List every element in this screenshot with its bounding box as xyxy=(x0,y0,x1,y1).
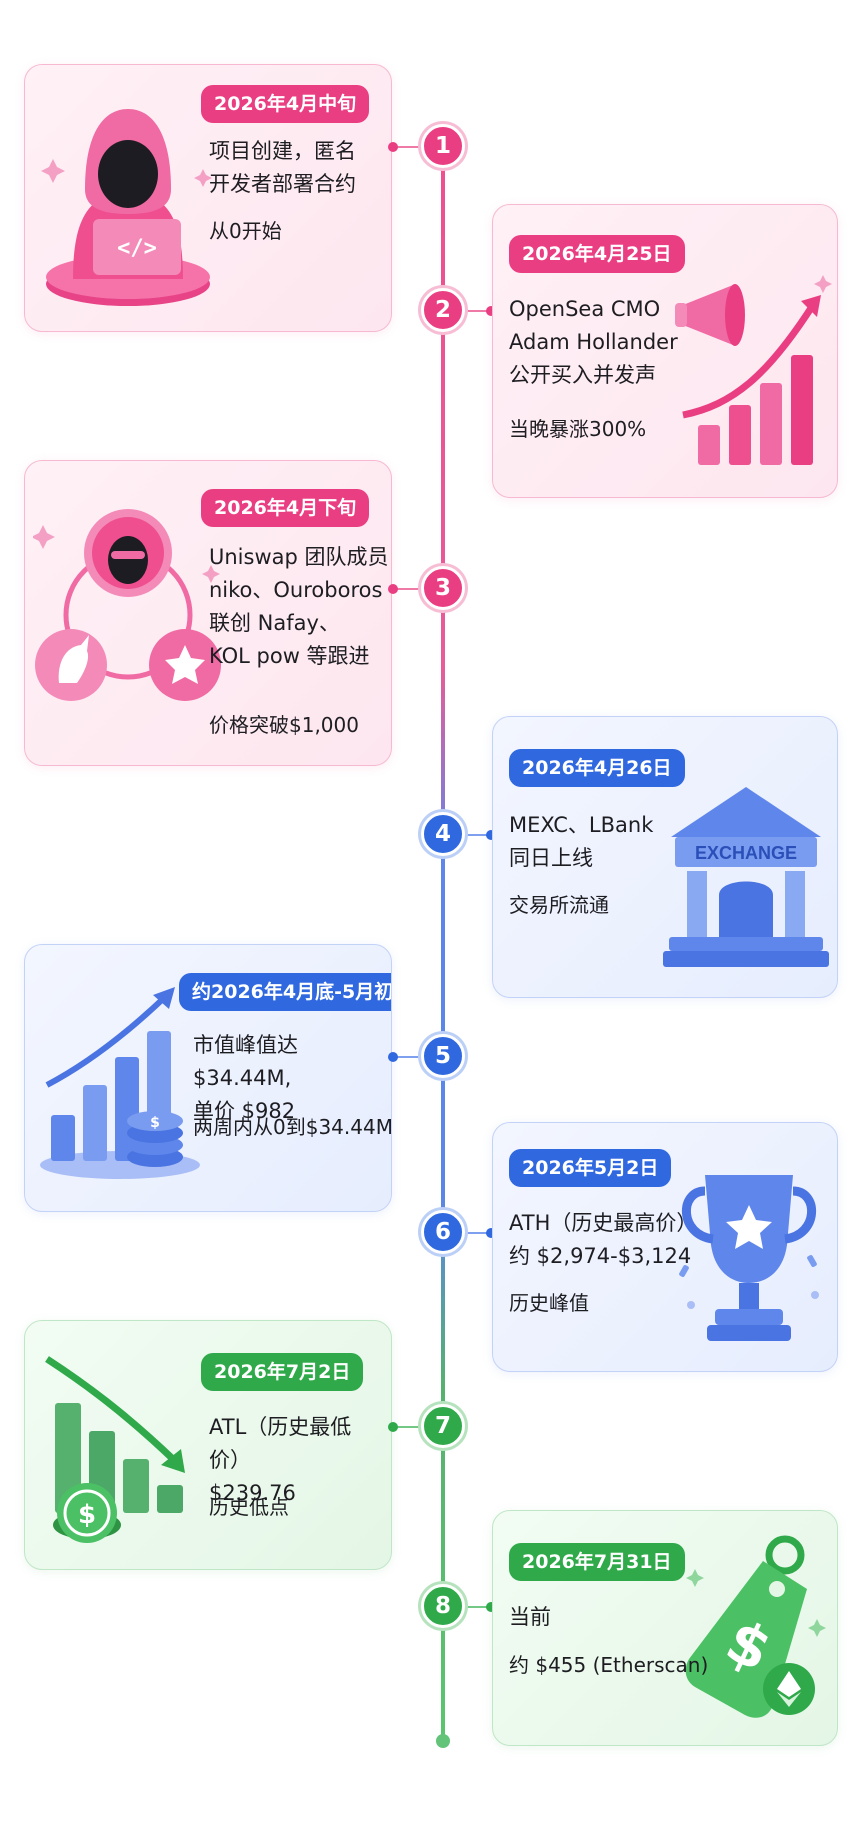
svg-text:$: $ xyxy=(150,1115,160,1131)
event-date-6: 2026年5月2日 xyxy=(509,1149,672,1187)
event-connector-1 xyxy=(388,142,422,152)
event-number-3: 3 xyxy=(421,566,465,610)
event-desc-8: 当前 xyxy=(509,1605,551,1629)
event-connector-6 xyxy=(464,1228,496,1238)
event-card-6: 2026年5月2日 ATH（历史最高价） 约 $2,974-$3,124 历史峰… xyxy=(492,1122,838,1372)
trophy-icon xyxy=(679,1175,819,1341)
event-desc-5: 市值峰值达 $34.44M, 单价 $982 xyxy=(193,1033,298,1123)
event-desc-2: OpenSea CMO Adam Hollander 公开买入并发声 xyxy=(509,297,678,387)
event-date-8: 2026年7月31日 xyxy=(509,1543,685,1581)
event-desc-1: 项目创建，匿名 开发者部署合约 xyxy=(209,139,356,196)
event-card-3: 2026年4月下旬 Uniswap 团队成员 niko、Ouroboros 联创… xyxy=(24,460,392,766)
event-card-1: </> 2026年4月中旬 项目创建，匿名 开发者部署合约 从0开始 xyxy=(24,64,392,332)
event-note-3: 价格突破$1,000 xyxy=(209,713,359,737)
event-number-6: 6 xyxy=(421,1210,465,1254)
event-desc-4: MEXC、LBank 同日上线 xyxy=(509,813,654,870)
event-note-7: 历史低点 xyxy=(209,1495,289,1519)
event-date-4: 2026年4月26日 xyxy=(509,749,685,787)
event-number-5: 5 xyxy=(421,1034,465,1078)
event-note-6: 历史峰值 xyxy=(509,1291,589,1315)
event-number-8: 8 xyxy=(421,1584,465,1628)
event-note-5: 两周内从0到$34.44M xyxy=(193,1115,392,1139)
event-connector-4 xyxy=(464,830,496,840)
exchange-sign: EXCHANGE xyxy=(695,843,797,863)
rising-bars-coins-icon: $ xyxy=(40,987,200,1179)
event-connector-2 xyxy=(464,306,496,316)
event-card-7: $ 2026年7月2日 ATL（历史最低价） $239.76 历史低点 xyxy=(24,1320,392,1570)
event-number-7: 7 xyxy=(421,1404,465,1448)
event-number-2: 2 xyxy=(421,288,465,332)
event-connector-5 xyxy=(388,1052,422,1062)
event-card-2: 2026年4月25日 OpenSea CMO Adam Hollander 公开… xyxy=(492,204,838,498)
event-card-5: $ 约2026年4月底-5月初 市值峰值达 $34.44M, 单价 $982 两… xyxy=(24,944,392,1212)
price-tag-icon: $ xyxy=(685,1535,826,1718)
event-note-2: 当晚暴涨300% xyxy=(509,417,647,441)
svg-text:$: $ xyxy=(78,1500,96,1530)
timeline-end-dot xyxy=(436,1734,450,1748)
event-note-1: 从0开始 xyxy=(209,219,282,243)
exchange-building-icon: EXCHANGE xyxy=(663,787,829,967)
timeline-spine xyxy=(441,140,445,1740)
falling-bars-coin-icon: $ xyxy=(45,1356,185,1543)
event-desc-6: ATH（历史最高价） 约 $2,974-$3,124 xyxy=(509,1211,698,1268)
svg-text:</>: </> xyxy=(117,236,157,261)
event-connector-7 xyxy=(388,1422,422,1432)
event-card-8: $ 2026年7月31日 当前 约 $455 (Etherscan) xyxy=(492,1510,838,1746)
event-date-1: 2026年4月中旬 xyxy=(201,85,370,123)
hooded-coder-icon: </> xyxy=(41,109,212,306)
event-connector-8 xyxy=(464,1602,496,1612)
event-date-7: 2026年7月2日 xyxy=(201,1353,364,1391)
event-desc-3: Uniswap 团队成员 niko、Ouroboros 联创 Nafay、 KO… xyxy=(209,545,389,668)
event-date-2: 2026年4月25日 xyxy=(509,235,685,273)
community-network-icon xyxy=(33,509,221,701)
event-desc-7: ATL（历史最低价） $239.76 xyxy=(209,1415,352,1505)
event-date-5: 约2026年4月底-5月初 xyxy=(179,973,391,1011)
event-number-4: 4 xyxy=(421,812,465,856)
event-note-8: 约 $455 (Etherscan) xyxy=(509,1653,709,1677)
event-number-1: 1 xyxy=(421,124,465,168)
event-card-4: EXCHANGE 2026年4月26日 MEXC、LBank 同日上线 交易所流… xyxy=(492,716,838,998)
megaphone-growth-icon xyxy=(675,275,832,465)
event-connector-3 xyxy=(388,584,422,594)
event-date-3: 2026年4月下旬 xyxy=(201,489,370,527)
event-note-4: 交易所流通 xyxy=(509,893,609,917)
